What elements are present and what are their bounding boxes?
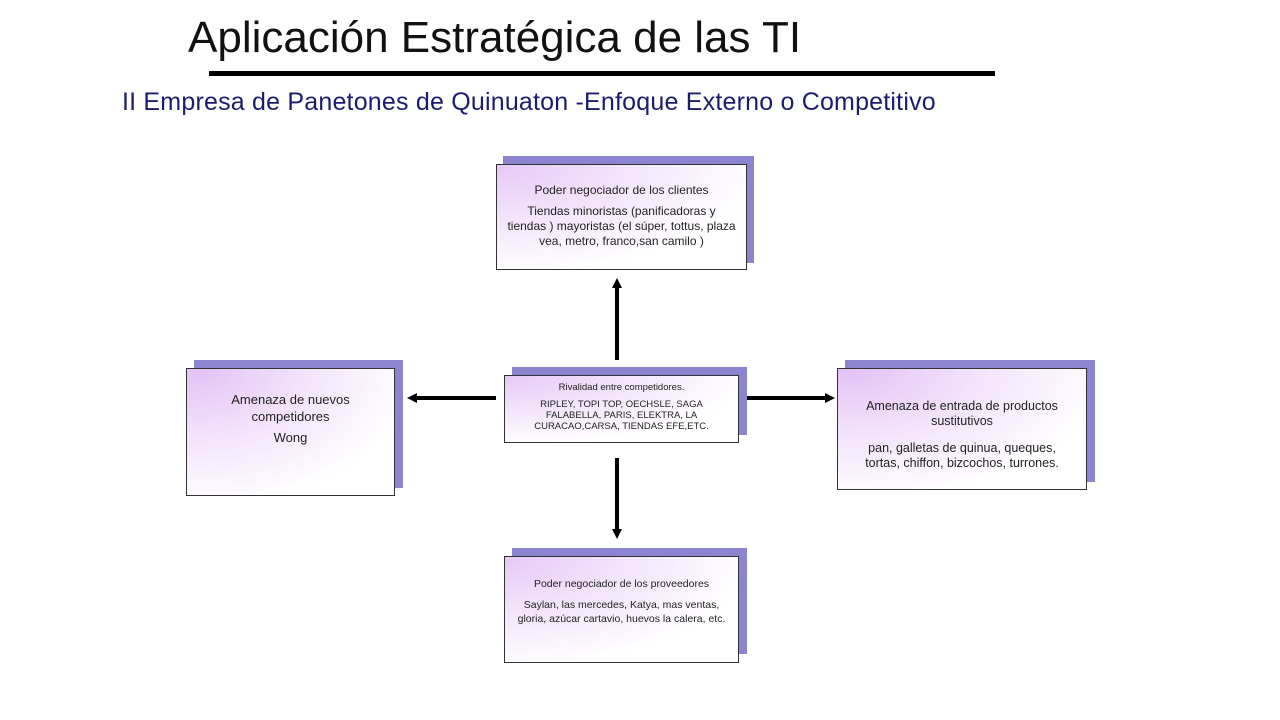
- new-competitors-body: Wong: [273, 430, 308, 445]
- clients-card: Poder negociador de los clientes Tiendas…: [496, 164, 747, 270]
- rivalry-card: Rivalidad entre competidores. RIPLEY, TO…: [504, 375, 739, 443]
- rivalry-title: Rivalidad entre competidores.: [558, 382, 685, 393]
- rivalry-body: RIPLEY, TOPI TOP, OECHSLE, SAGA FALABELL…: [534, 399, 709, 432]
- slide-title: Aplicación Estratégica de las TI: [188, 13, 802, 62]
- clients-body: Tiendas minoristas (panificadoras y tien…: [507, 204, 736, 248]
- new-competitors-title: Amenaza de nuevos competidores: [231, 392, 350, 424]
- suppliers-card: Poder negociador de los proveedores Sayl…: [504, 556, 739, 663]
- substitutes-title: Amenaza de entrada de productos sustitut…: [866, 399, 1058, 428]
- suppliers-body: Saylan, las mercedes, Katya, mas ventas,…: [517, 599, 726, 625]
- suppliers-title: Poder negociador de los proveedores: [533, 578, 710, 590]
- new-competitors-card: Amenaza de nuevos competidores Wong: [186, 368, 395, 496]
- title-underline: [209, 71, 995, 76]
- clients-title: Poder negociador de los clientes: [534, 183, 709, 197]
- slide-subtitle: II Empresa de Panetones de Quinuaton -En…: [122, 88, 936, 116]
- substitutes-body: pan, galletas de quinua, queques, tortas…: [865, 441, 1059, 470]
- substitutes-card: Amenaza de entrada de productos sustitut…: [837, 368, 1087, 490]
